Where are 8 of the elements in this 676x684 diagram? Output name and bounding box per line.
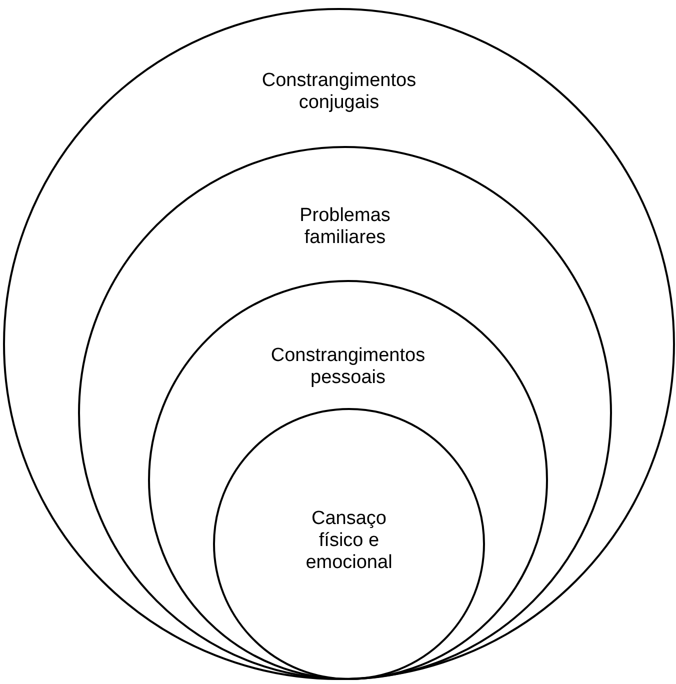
circle-layer: [148, 280, 548, 680]
layer-label: Cansaço físico e emocional: [304, 508, 394, 574]
circle-layer: [3, 8, 675, 680]
circle-layer: [213, 408, 485, 680]
layer-label: Problemas familiares: [298, 205, 392, 249]
circle-layer: [78, 146, 612, 680]
layer-label: Constrangimentos conjugais: [260, 70, 418, 114]
layer-label: Constrangimentos pessoais: [270, 345, 426, 389]
